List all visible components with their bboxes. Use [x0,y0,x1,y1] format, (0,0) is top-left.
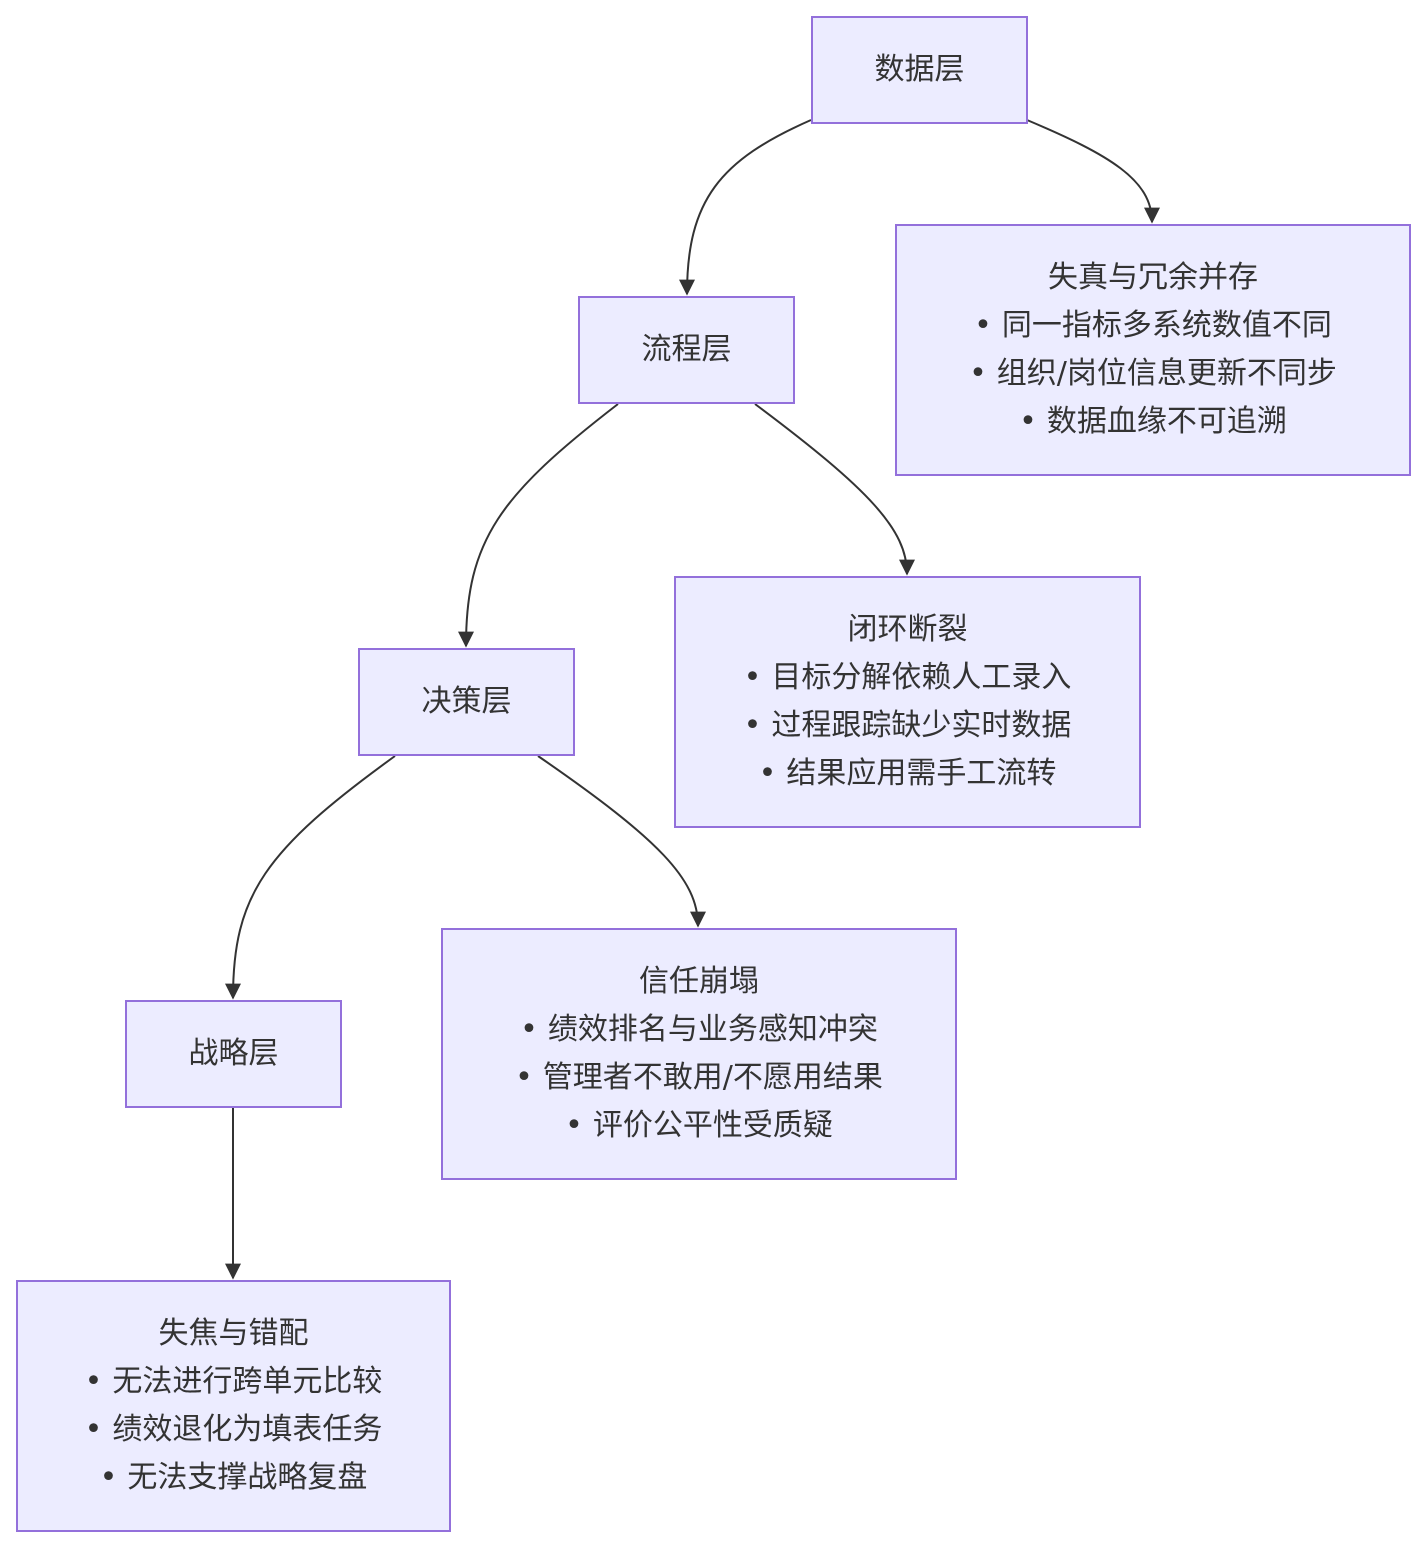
list-item: 绩效排名与业务感知冲突 [515,1006,883,1054]
list-item: 无法支撑战略复盘 [85,1454,383,1502]
node-decision-issue: 信任崩塌 绩效排名与业务感知冲突 管理者不敢用/不愿用结果 评价公平性受质疑 [441,928,957,1180]
list-item: 同一指标多系统数值不同 [969,302,1337,350]
node-data-issue: 失真与冗余并存 同一指标多系统数值不同 组织/岗位信息更新不同步 数据血缘不可追… [895,224,1411,476]
edge-data-to-process [679,119,812,296]
node-process-layer: 流程层 [578,296,795,404]
edge-data-to-data-issue [1026,119,1160,224]
list-item: 数据血缘不可追溯 [969,398,1337,446]
node-decision-issue-title: 信任崩塌 [639,964,759,999]
node-strategy-issue: 失焦与错配 无法进行跨单元比较 绩效退化为填表任务 无法支撑战略复盘 [16,1280,451,1532]
node-strategy-issue-title: 失焦与错配 [158,1316,309,1351]
list-item: 管理者不敢用/不愿用结果 [515,1054,883,1102]
list-item: 绩效退化为填表任务 [85,1406,382,1454]
list-item: 目标分解依赖人工录入 [744,654,1071,702]
edge-decision-to-strategy [225,755,396,1000]
list-item: 无法进行跨单元比较 [85,1358,382,1406]
node-strategy-layer-label: 战略层 [188,1036,279,1071]
node-data-issue-list: 同一指标多系统数值不同 组织/岗位信息更新不同步 数据血缘不可追溯 [969,302,1337,446]
edge-decision-to-decision-issue [537,755,706,928]
node-data-layer-label: 数据层 [874,52,965,87]
node-decision-issue-list: 绩效排名与业务感知冲突 管理者不敢用/不愿用结果 评价公平性受质疑 [515,1006,883,1150]
node-process-issue: 闭环断裂 目标分解依赖人工录入 过程跟踪缺少实时数据 结果应用需手工流转 [674,576,1141,828]
list-item: 过程跟踪缺少实时数据 [744,702,1071,750]
edge-process-to-process-issue [754,403,915,576]
node-process-issue-title: 闭环断裂 [847,612,968,647]
node-decision-layer-label: 决策层 [421,684,512,719]
list-item: 评价公平性受质疑 [515,1102,883,1150]
list-item: 组织/岗位信息更新不同步 [969,350,1337,398]
node-strategy-layer: 战略层 [125,1000,342,1108]
node-strategy-issue-list: 无法进行跨单元比较 绩效退化为填表任务 无法支撑战略复盘 [85,1358,383,1502]
node-decision-layer: 决策层 [358,648,575,756]
list-item: 结果应用需手工流转 [744,750,1072,798]
node-data-layer: 数据层 [811,16,1028,124]
edge-process-to-decision [458,403,619,648]
node-data-issue-title: 失真与冗余并存 [1048,260,1258,295]
node-process-issue-list: 目标分解依赖人工录入 过程跟踪缺少实时数据 结果应用需手工流转 [744,654,1072,798]
node-process-layer-label: 流程层 [641,332,732,367]
